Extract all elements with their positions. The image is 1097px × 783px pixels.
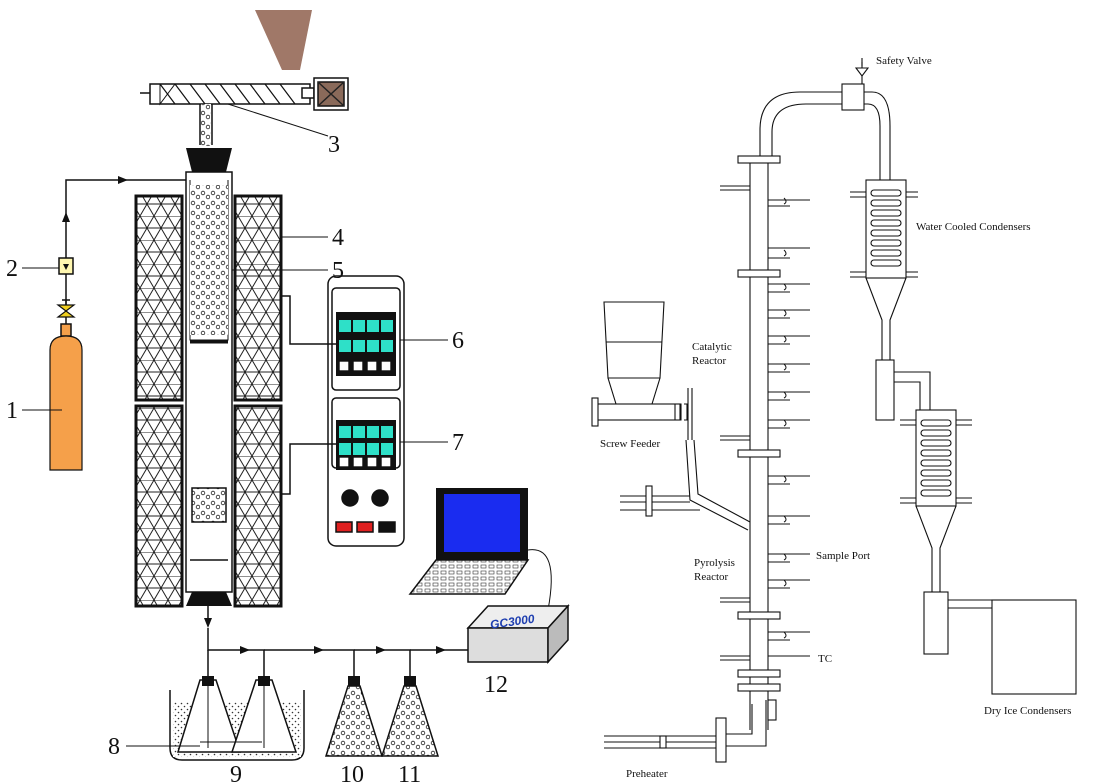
- callout-2: 2: [6, 256, 18, 282]
- condenser-1: [850, 180, 930, 420]
- outlet-line: [208, 628, 468, 676]
- callout-12: 12: [484, 672, 508, 698]
- callout-8: 8: [108, 734, 120, 760]
- reactor: [186, 148, 232, 628]
- callout-1: 1: [6, 398, 18, 424]
- screw-feeder-assembly: [592, 302, 750, 530]
- dry-ice-condenser-box: [992, 600, 1076, 694]
- label-tc: TC: [818, 653, 832, 665]
- label-safety-valve: Safety Valve: [876, 55, 932, 67]
- laptop: [410, 488, 551, 610]
- temperature-controllers: [281, 276, 404, 546]
- callout-3: 3: [328, 132, 340, 158]
- label-preheater: Preheater: [626, 768, 668, 780]
- safety-valve-icon: [856, 68, 868, 76]
- valve: [58, 305, 74, 317]
- label-water-cooled-condensers: Water Cooled Condensers: [916, 221, 1031, 233]
- absorption-flasks: [326, 676, 438, 756]
- sample-ports: [768, 198, 810, 656]
- label-pyrolysis-reactor-2: Reactor: [694, 571, 729, 583]
- label-screw-feeder: Screw Feeder: [600, 438, 661, 450]
- gas-cylinder: [50, 336, 82, 470]
- callout-5: 5: [332, 258, 344, 284]
- callout-11: 11: [398, 762, 421, 783]
- cold-trap-bath: [170, 676, 304, 760]
- label-sample-port: Sample Port: [816, 550, 870, 562]
- reactor-column: [720, 156, 780, 730]
- right-diagram: [592, 58, 1076, 762]
- label-catalytic-reactor-1: Catalytic: [692, 341, 732, 353]
- callout-4: 4: [332, 225, 344, 251]
- callout-6: 6: [452, 328, 464, 354]
- reactor-bottom-cap: [186, 592, 232, 606]
- laptop-screen: [444, 494, 520, 552]
- callout-9: 9: [230, 762, 242, 783]
- label-dry-ice-condensers: Dry Ice Condensers: [984, 705, 1071, 717]
- condenser-2: [900, 410, 1076, 694]
- callout-10: 10: [340, 762, 364, 783]
- reactor-top-cap: [186, 148, 232, 172]
- label-catalytic-reactor-2: Reactor: [692, 355, 727, 367]
- label-pyrolysis-reactor-1: Pyrolysis: [694, 557, 735, 569]
- callout-7: 7: [452, 430, 464, 456]
- feed-hopper: [255, 10, 312, 70]
- left-diagram: [22, 10, 568, 760]
- screw-feeder: [140, 78, 348, 146]
